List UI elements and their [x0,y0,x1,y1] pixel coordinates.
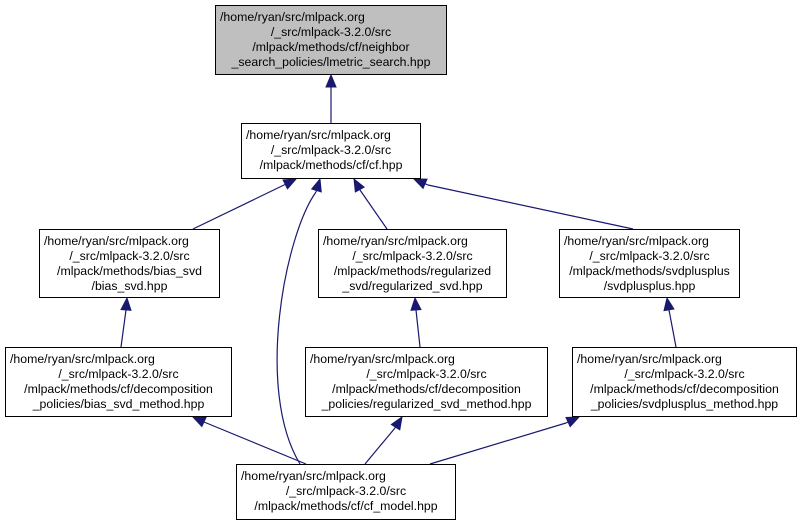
node-line: /mlpack/methods/cf/decomposition [332,382,521,396]
node-bias-svd-method-hpp[interactable]: /home/ryan/src/mlpack.org /_src/mlpack-3… [5,347,232,417]
edge-cf-model-to-bias-svd-method [203,421,307,465]
node-line: /_src/mlpack-3.2.0/src [285,484,407,498]
node-line: /mlpack/methods/cf/decomposition [590,382,779,396]
node-line: /_src/mlpack-3.2.0/src [352,249,473,263]
edge-bias-svd-method-to-bias-svd [120,309,127,348]
node-line: /mlpack/methods/bias_svd [57,264,202,278]
node-line: /home/ryan/src/mlpack.org [564,234,709,248]
node-regularized-svd-method-hpp[interactable]: /home/ryan/src/mlpack.org /_src/mlpack-3… [305,347,548,417]
node-svdplusplus-hpp[interactable]: /home/ryan/src/mlpack.org /_src/mlpack-3… [559,229,740,298]
edge-cf-model-to-cf-arrowhead [310,177,322,193]
node-lmetric-search-hpp[interactable]: /home/ryan/src/mlpack.org /_src/mlpack-3… [215,5,447,75]
edge-cf-model-to-cf [276,191,317,465]
edge-svdplusplus-to-cf-arrowhead [412,178,428,190]
node-svdplusplus-method-hpp[interactable]: /home/ryan/src/mlpack.org /_src/mlpack-3… [572,347,797,417]
node-line: /_src/mlpack-3.2.0/src [270,143,392,157]
node-line: _policies/bias_svd_method.hpp [32,397,205,411]
node-cf-hpp[interactable]: /home/ryan/src/mlpack.org /_src/mlpack-3… [241,123,421,179]
node-line: /home/ryan/src/mlpack.org [310,352,455,366]
node-line: _svd/regularized_svd.hpp [342,279,483,293]
node-bias-svd-hpp[interactable]: /home/ryan/src/mlpack.org /_src/mlpack-3… [39,229,220,298]
node-line: /mlpack/methods/svdplusplus [569,264,730,278]
node-line: /bias_svd.hpp [91,279,168,293]
node-line: /mlpack/methods/cf/neighbor [252,40,410,54]
node-line: /home/ryan/src/mlpack.org [44,234,189,248]
node-line: _policies/svdplusplus_method.hpp [590,397,779,411]
node-line: /mlpack/methods/cf/decomposition [24,382,213,396]
node-line: /_src/mlpack-3.2.0/src [589,249,710,263]
node-line: /mlpack/methods/regularized [333,264,492,278]
node-line: /mlpack/methods/cf/cf_model.hpp [254,499,438,513]
edge-regularized-svd-to-cf [359,189,388,230]
edge-bias-svd-to-cf-tail [283,183,286,186]
node-line: _policies/regularized_svd_method.hpp [321,397,532,411]
edge-cf-model-to-regularized-svd-method-tail [394,426,397,429]
edge-regularized-svd-method-to-regularized-svd [415,309,421,348]
edge-svdplusplus-method-to-svdplusplus [668,309,677,348]
edge-cf-model-to-bias-svd-method-arrowhead [191,416,207,428]
node-line: /home/ryan/src/mlpack.org [220,10,365,24]
node-line: /svdplusplus.hpp [603,279,696,293]
edge-cf-model-to-svdplusplus-method-tail [565,421,569,424]
edge-cf-to-lmetric-search-arrowhead [325,73,337,88]
node-line: /_src/mlpack-3.2.0/src [624,367,745,381]
node-line: /mlpack/methods/cf/cf.hpp [259,158,403,172]
node-line: /home/ryan/src/mlpack.org [577,352,722,366]
node-line: /_src/mlpack-3.2.0/src [270,25,392,39]
node-line: /_src/mlpack-3.2.0/src [58,367,179,381]
node-regularized-svd-hpp[interactable]: /home/ryan/src/mlpack.org /_src/mlpack-3… [318,229,507,298]
node-line: /home/ryan/src/mlpack.org [10,352,155,366]
node-line: /home/ryan/src/mlpack.org [323,234,468,248]
edge-svdplusplus-to-cf-tail [424,183,429,186]
node-line: /_src/mlpack-3.2.0/src [69,249,190,263]
edge-regularized-svd-to-cf-arrowhead [353,177,366,193]
edge-cf-model-to-regularized-svd-method [364,427,396,465]
node-line: /home/ryan/src/mlpack.org [246,128,391,142]
edge-svdplusplus-method-to-svdplusplus-arrowhead [663,296,675,312]
node-line: /home/ryan/src/mlpack.org [241,469,386,483]
node-cf-model-hpp[interactable]: /home/ryan/src/mlpack.org /_src/mlpack-3… [236,464,456,520]
edge-cf-model-to-svdplusplus-method-arrowhead [565,416,581,428]
edge-cf-model-to-svdplusplus-method [429,422,567,465]
edge-bias-svd-to-cf-arrowhead [282,178,298,190]
edge-cf-model-to-regularized-svd-method-arrowhead [390,415,403,431]
node-line: _search_policies/lmetric_search.hpp [231,55,431,69]
edge-bias-svd-to-cf [192,184,285,230]
node-line: /_src/mlpack-3.2.0/src [366,367,487,381]
edge-bias-svd-method-to-bias-svd-arrowhead [120,296,132,311]
edge-svdplusplus-to-cf [427,184,634,230]
edge-regularized-svd-method-to-regularized-svd-arrowhead [410,296,422,311]
